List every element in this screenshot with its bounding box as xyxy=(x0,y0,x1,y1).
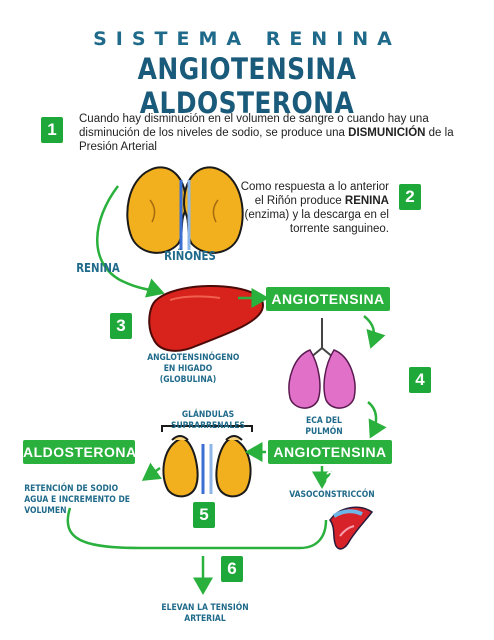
aldosterona-box: ALDOSTERONA xyxy=(23,440,136,464)
step-2-text-a: Como respuesta a lo anterior el Riñón pr… xyxy=(240,181,389,207)
angiotensina-1-box: ANGIOTENSINA 1 xyxy=(266,287,390,331)
step-4-badge: 4 xyxy=(409,367,431,393)
renina-label: RENINA xyxy=(76,261,120,275)
header-subtitle: SISTEMA RENINA xyxy=(93,28,401,50)
vasoconstriccion-label: VASOCONSTRICCÓN xyxy=(289,490,375,500)
angiotensina-2-box: ANGIOTENSINA 2 xyxy=(268,440,392,484)
retencion-label: RETENCIÓN DE SODIO AGUA E INCREMENTO DE … xyxy=(24,484,131,516)
step-6-badge: 6 xyxy=(221,556,243,582)
rinones-label: RIÑONES xyxy=(164,249,216,263)
elevan-label: ELEVAN LA TENSIÓN ARTERIAL xyxy=(161,603,249,624)
adrenal-kidneys-icon xyxy=(161,425,253,498)
step-1-text-bold: DISMUNICIÓN xyxy=(348,127,426,139)
liver-icon xyxy=(148,285,264,352)
glandulas-label: GLÁNDULAS SUPRARRENALES xyxy=(170,410,246,431)
eca-label: ECA DEL PULMÓN xyxy=(305,416,343,437)
step-1-text-b: de la Presión Arterial xyxy=(79,127,454,153)
kidneys-icon xyxy=(126,166,244,254)
step-2-text-bold: RENINA xyxy=(344,195,389,207)
step-2-badge: 2 xyxy=(399,184,421,210)
step-2-text-b: (enzima) y la descarga en el torrente sa… xyxy=(244,209,389,235)
step-1-text: Cuando hay disminución en el volumen de … xyxy=(79,112,474,154)
blood-vessel-icon xyxy=(329,506,374,550)
header-title: ANGIOTENSINA ALDOSTERONA xyxy=(137,52,357,120)
step-1-text-a: Cuando hay disminución en el volumen de … xyxy=(79,113,429,139)
step-1-badge: 1 xyxy=(41,117,63,143)
angiotensinogeno-label: ANGLOTENSINÓGENO EN HIGADO (GLOBULINA) xyxy=(147,353,240,385)
step-3-badge: 3 xyxy=(110,313,132,339)
step-5-badge: 5 xyxy=(193,502,215,528)
step-2-text: Como respuesta a lo anterior el Riñón pr… xyxy=(238,180,389,236)
lungs-icon xyxy=(288,318,356,409)
